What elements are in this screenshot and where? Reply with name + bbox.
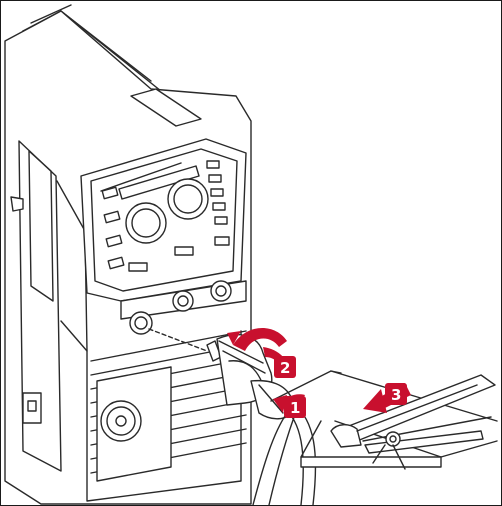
ground-clamp — [331, 375, 495, 469]
callout-number-2: 2 — [280, 359, 290, 377]
power-source-housing — [5, 5, 251, 504]
callout-number-1: 1 — [290, 399, 300, 417]
callout-number-3: 3 — [391, 386, 401, 404]
